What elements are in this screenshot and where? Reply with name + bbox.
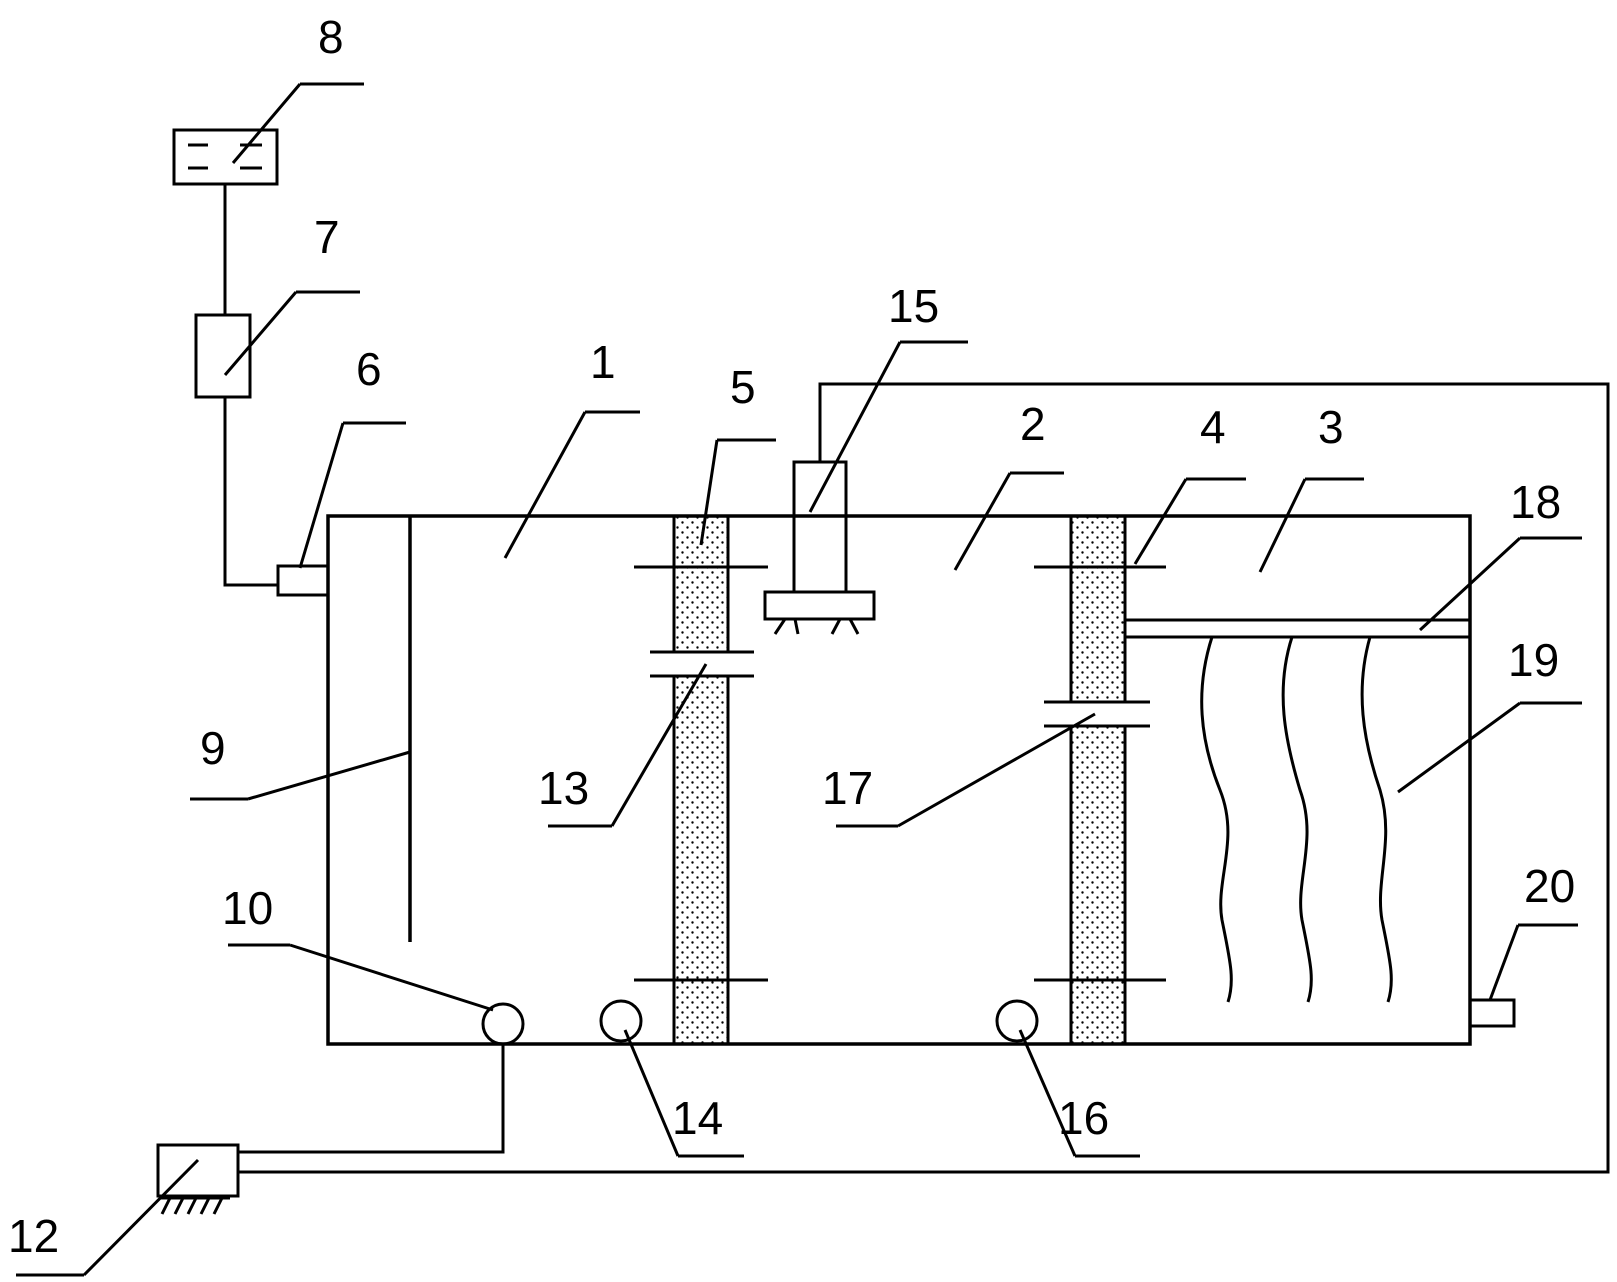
wall-ticks bbox=[634, 565, 1166, 982]
label-15: 15 bbox=[888, 280, 939, 332]
label-19: 19 bbox=[1508, 634, 1559, 686]
reservoir-8 bbox=[172, 128, 279, 186]
filter-wall-5 bbox=[672, 514, 730, 1046]
label-13: 13 bbox=[538, 762, 589, 814]
filter-wall-4 bbox=[1069, 514, 1127, 1046]
label-7: 7 bbox=[314, 211, 340, 263]
plate-18 bbox=[1125, 618, 1470, 639]
label-18: 18 bbox=[1510, 476, 1561, 528]
label-3: 3 bbox=[1318, 401, 1344, 453]
aerator-14 bbox=[599, 999, 643, 1043]
outlet-20 bbox=[1468, 998, 1516, 1028]
main-tank bbox=[326, 514, 1472, 1046]
sprayer-15 bbox=[763, 460, 876, 635]
label-20: 20 bbox=[1524, 860, 1575, 912]
label-17: 17 bbox=[822, 762, 873, 814]
label-16: 16 bbox=[1058, 1092, 1109, 1144]
opening-17 bbox=[1044, 700, 1150, 728]
label-4: 4 bbox=[1200, 401, 1226, 453]
label-10: 10 bbox=[222, 882, 273, 934]
label-9: 9 bbox=[200, 722, 226, 774]
fibers-19 bbox=[1200, 636, 1393, 1003]
inlet-pipe-6 bbox=[276, 564, 330, 597]
label-5: 5 bbox=[730, 361, 756, 413]
feed-line-lower bbox=[223, 398, 278, 587]
leader-lines bbox=[16, 82, 1582, 1277]
label-12: 12 bbox=[8, 1210, 59, 1262]
label-8: 8 bbox=[318, 11, 344, 63]
label-2: 2 bbox=[1020, 398, 1046, 450]
pump-7 bbox=[194, 313, 252, 399]
recirculation-line bbox=[238, 382, 1610, 1174]
label-1: 1 bbox=[590, 336, 616, 388]
air-line bbox=[238, 1044, 505, 1154]
blower-12 bbox=[156, 1143, 240, 1215]
label-14: 14 bbox=[672, 1092, 723, 1144]
label-6: 6 bbox=[356, 343, 382, 395]
aerator-16 bbox=[995, 999, 1039, 1043]
